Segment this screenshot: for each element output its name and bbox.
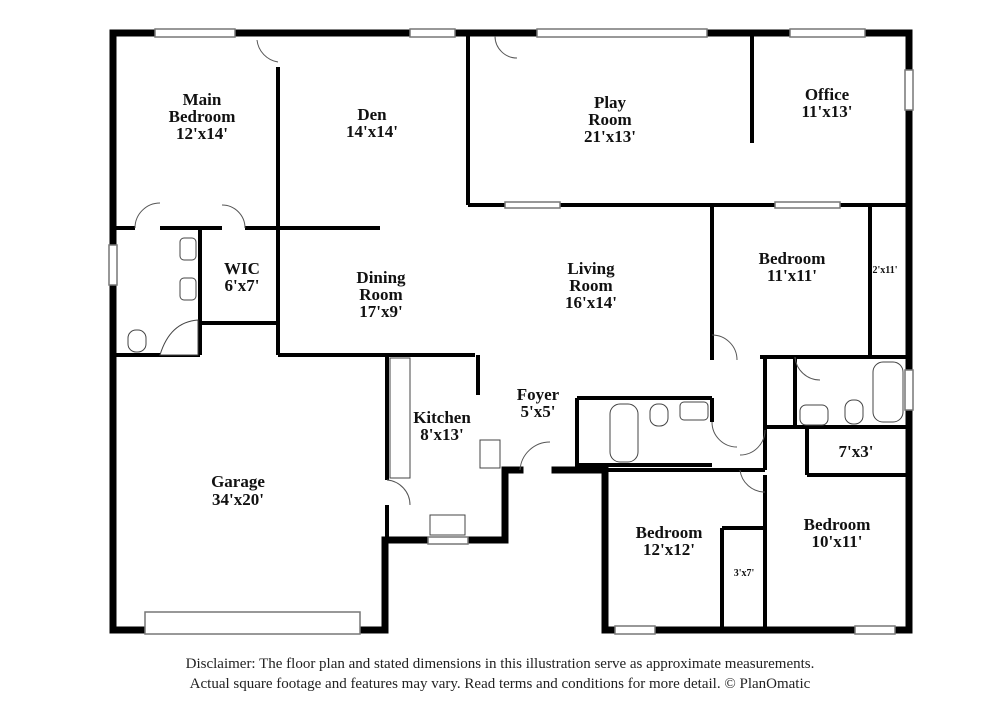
range-icon <box>479 439 501 469</box>
living-room-label: Living <box>567 259 615 278</box>
bedroom-south-label: Bedroom <box>636 523 703 542</box>
window <box>854 625 896 635</box>
door-swing <box>519 441 551 471</box>
bedroom-southeast-label: Bedroom <box>804 515 871 534</box>
garage-size: 34'x20' <box>212 490 264 509</box>
window <box>427 536 469 545</box>
wic-label: WIC <box>224 259 260 278</box>
closet-east-size: 2'x11' <box>872 265 897 276</box>
sink-icon <box>799 404 829 426</box>
bathtub-icon <box>872 361 904 423</box>
floor-plan: Main Bedroom 12'x14' Den 14'x14' Play Ro… <box>108 28 914 635</box>
play-room-label: Play <box>594 93 627 112</box>
window <box>154 28 236 38</box>
door-swing <box>794 356 821 381</box>
fixtures <box>127 237 904 536</box>
kitchen-label: Kitchen <box>413 408 471 427</box>
foyer-label: Foyer <box>517 385 560 404</box>
living-room-size: 16'x14' <box>565 293 617 312</box>
wic-size: 6'x7' <box>225 276 260 295</box>
den-size: 14'x14' <box>346 122 398 141</box>
labels: Main Bedroom 12'x14' Den 14'x14' Play Ro… <box>169 85 898 579</box>
window <box>904 369 914 411</box>
toilet-icon <box>844 399 864 425</box>
office-size: 11'x13' <box>801 102 852 121</box>
play-room-size: 21'x13' <box>584 127 636 146</box>
window <box>789 28 866 38</box>
bathtub-icon <box>609 403 639 463</box>
main-bedroom-size: 12'x14' <box>176 124 228 143</box>
door-swing <box>739 469 766 493</box>
foyer-size: 5'x5' <box>521 402 556 421</box>
door-swing <box>134 202 161 229</box>
window <box>504 201 561 209</box>
toilet-icon <box>649 403 669 427</box>
sink-icon <box>679 401 709 421</box>
bedroom-southeast-size: 10'x11' <box>811 532 862 551</box>
closet-hall-size: 7'x3' <box>839 442 874 461</box>
interior-walls <box>113 33 909 630</box>
door-swing <box>256 39 279 63</box>
kitchen-counter <box>389 357 411 479</box>
dining-room-label: Room <box>359 285 402 304</box>
kitchen-size: 8'x13' <box>420 425 463 444</box>
kitchen-sink-icon <box>429 514 466 536</box>
doors <box>134 35 821 506</box>
play-room-label: Room <box>588 110 631 129</box>
main-bedroom-label: Main <box>183 90 222 109</box>
sink-icon <box>179 277 197 301</box>
window <box>774 201 841 209</box>
dining-room-label: Dining <box>356 268 406 287</box>
den-label: Den <box>357 105 387 124</box>
closet-south-size: 3'x7' <box>734 568 755 579</box>
door-swing <box>739 429 766 456</box>
garage-door <box>144 611 361 635</box>
door-swing <box>711 421 738 448</box>
dining-room-size: 17'x9' <box>359 302 402 321</box>
living-room-label: Room <box>569 276 612 295</box>
bedroom-south-size: 12'x12' <box>643 540 695 559</box>
garage-label: Garage <box>211 472 265 491</box>
main-bedroom-label: Bedroom <box>169 107 236 126</box>
bedroom-east-label: Bedroom <box>759 249 826 268</box>
sink-icon <box>179 237 197 261</box>
bedroom-east-size: 11'x11' <box>767 266 817 285</box>
door-swing <box>494 35 518 59</box>
door-swing <box>386 479 411 506</box>
window <box>536 28 708 38</box>
window <box>409 28 456 38</box>
disclaimer-line-2: Actual square footage and features may v… <box>189 676 811 692</box>
shower-icon <box>159 319 199 356</box>
window <box>904 69 914 111</box>
window <box>614 625 656 635</box>
windows <box>108 28 914 635</box>
toilet-icon <box>127 329 147 353</box>
office-label: Office <box>805 85 850 104</box>
disclaimer-line-1: Disclaimer: The floor plan and stated di… <box>185 656 815 672</box>
door-swing <box>711 334 738 361</box>
window <box>108 244 118 286</box>
door-swing <box>221 204 246 229</box>
